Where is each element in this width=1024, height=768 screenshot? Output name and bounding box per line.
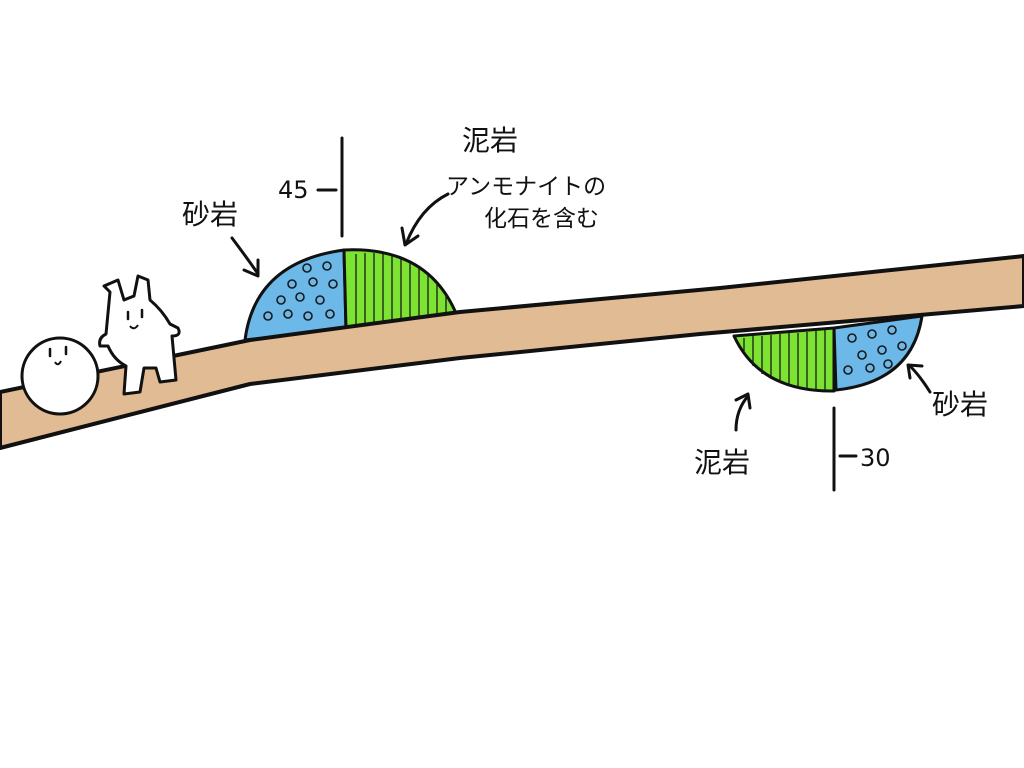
rabbit-character: [98, 274, 181, 396]
lower-sandstone-section: [832, 314, 924, 392]
lower-measure-marker: [832, 406, 858, 492]
label-fossil-note-line2: 化石を含む: [484, 206, 599, 232]
measure-bottom-value: 30: [860, 444, 891, 472]
arrow-left-sandstone: [230, 236, 260, 278]
label-bottom-mudstone: 泥岩: [694, 446, 750, 479]
arrow-right-sandstone: [906, 363, 932, 394]
label-left-sandstone: 砂岩: [182, 198, 238, 231]
label-fossil-note-line1: アンモナイトの: [446, 174, 606, 200]
lower-outcrop: [732, 314, 924, 393]
label-right-sandstone: 砂岩: [932, 388, 988, 421]
lower-sandstone-grains: [843, 325, 907, 375]
lower-mudstone-section: [732, 326, 836, 393]
label-top-mudstone: 泥岩: [462, 124, 518, 157]
arrow-fossil-note: [400, 192, 450, 247]
road: [0, 254, 1024, 450]
upper-measure-marker: [316, 136, 344, 238]
upper-sandstone-grains: [263, 261, 338, 321]
round-character: [20, 336, 100, 416]
measure-top-value: 45: [278, 176, 309, 204]
arrow-bottom-mudstone: [734, 392, 752, 432]
lower-mudstone-stripes: [743, 330, 826, 390]
upper-outcrop: [243, 248, 460, 342]
